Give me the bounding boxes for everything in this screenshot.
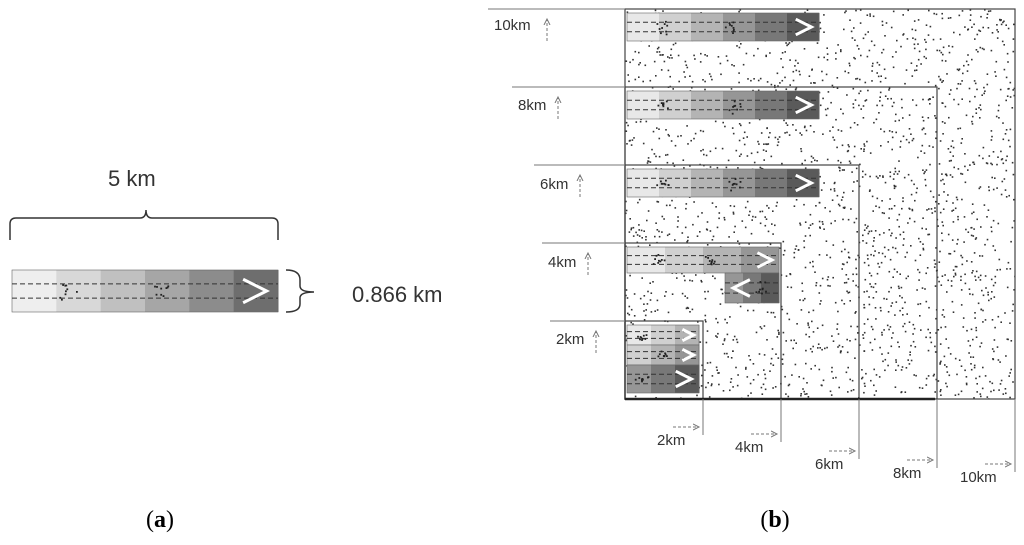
strip-4km-top-band xyxy=(665,247,704,273)
strip-6km-band xyxy=(723,169,756,197)
target-blob xyxy=(59,284,78,301)
extent-label-4km: 4km xyxy=(735,439,763,456)
target-blob xyxy=(704,256,716,266)
strip-a-band-group-band xyxy=(56,270,102,312)
target-blob xyxy=(656,20,669,36)
strip-4km-top-band xyxy=(703,247,742,273)
extent-label-6km: 6km xyxy=(815,456,843,473)
side-label-2km: 2km xyxy=(556,331,584,348)
strip-10km-band xyxy=(723,13,756,41)
scatter-dots xyxy=(625,9,1015,399)
extent-label-10km: 10km xyxy=(960,469,997,486)
strip-a-band-group xyxy=(11,269,279,313)
direction-marker xyxy=(681,328,697,342)
strip-2km-top-band xyxy=(627,325,652,345)
side-label-6km: 6km xyxy=(540,176,568,193)
strip-6km-band xyxy=(755,169,788,197)
strip-8km xyxy=(626,90,820,120)
strip-2km-bottom-band xyxy=(675,365,700,393)
strip-2km-mid xyxy=(626,344,700,366)
direction-marker xyxy=(756,251,776,269)
square-labels: 2km 2km 4km 4km 6km 6km 8km 8km 10km 10km xyxy=(488,8,1016,486)
strip-4km-return-band xyxy=(761,273,780,303)
strip-2km-top-band xyxy=(675,325,700,345)
panel-b: 2km 2km 4km 4km 6km 6km 8km 8km 10km 10km (b) xyxy=(488,8,1016,533)
strip-2km-mid-band xyxy=(627,345,652,365)
direction-marker xyxy=(681,348,697,362)
strip-6km-band xyxy=(627,169,660,197)
strip-8km-band xyxy=(723,91,756,119)
extent-label-2km: 2km xyxy=(657,432,685,449)
panel-a-width-label: 5 km xyxy=(108,166,156,191)
strip-2km-top-band xyxy=(651,325,676,345)
strip-10km-band xyxy=(627,13,660,41)
side-label-8km: 8km xyxy=(518,97,546,114)
direction-marker xyxy=(729,278,751,298)
panel-a: 5 km 0.866 km (a) xyxy=(9,166,443,533)
side-label-4km: 4km xyxy=(548,254,576,271)
target-blob xyxy=(637,334,648,341)
strip-a-band-group-band xyxy=(189,270,235,312)
strip-8km-band xyxy=(755,91,788,119)
width-brace xyxy=(9,209,279,240)
strip-6km-band xyxy=(691,169,724,197)
target-blob xyxy=(755,281,767,295)
strip-8km-band xyxy=(659,91,692,119)
strip-2km-top xyxy=(626,324,700,346)
side-label-10km: 10km xyxy=(494,17,531,34)
strip-10km-band xyxy=(755,13,788,41)
strip-8km-band xyxy=(627,91,660,119)
target-blob xyxy=(728,100,742,115)
strip-4km-top xyxy=(626,246,780,274)
target-blob xyxy=(652,254,666,265)
target-blob xyxy=(657,350,668,358)
target-blob xyxy=(724,21,735,34)
direction-marker xyxy=(795,173,815,193)
strip-2km-bottom xyxy=(626,364,700,394)
target-blob xyxy=(728,178,742,192)
direction-marker xyxy=(795,17,815,37)
panel-b-caption: (b) xyxy=(760,507,789,533)
strip-10km-band xyxy=(659,13,692,41)
strip-2km-bottom-band xyxy=(651,365,676,393)
direction-marker xyxy=(242,277,271,305)
direction-marker xyxy=(795,95,815,115)
target-blob xyxy=(634,376,650,383)
strip-2km-bottom-band xyxy=(627,365,652,393)
target-blob xyxy=(154,285,170,297)
strip-a-band-group-band xyxy=(12,270,57,312)
strip-2km-mid-band xyxy=(675,345,700,365)
target-blob xyxy=(657,100,669,110)
height-brace xyxy=(285,269,315,313)
strip-10km xyxy=(626,12,820,42)
target-blob xyxy=(656,179,670,187)
strip-a xyxy=(11,269,279,313)
strip-a-band-group-band xyxy=(100,270,146,312)
panel-a-caption: (a) xyxy=(146,507,174,533)
strip-a-band-group-band xyxy=(233,270,279,312)
strip-6km xyxy=(626,168,820,198)
strip-4km-return-band xyxy=(743,273,762,303)
panel-a-height-label: 0.866 km xyxy=(352,282,443,307)
direction-marker xyxy=(675,369,695,389)
extent-label-8km: 8km xyxy=(893,465,921,482)
sensor-strips xyxy=(626,12,820,394)
strip-4km-return xyxy=(724,272,780,304)
strip-10km-band xyxy=(691,13,724,41)
strip-a-band-group-band xyxy=(145,270,190,312)
strip-8km-band xyxy=(691,91,724,119)
